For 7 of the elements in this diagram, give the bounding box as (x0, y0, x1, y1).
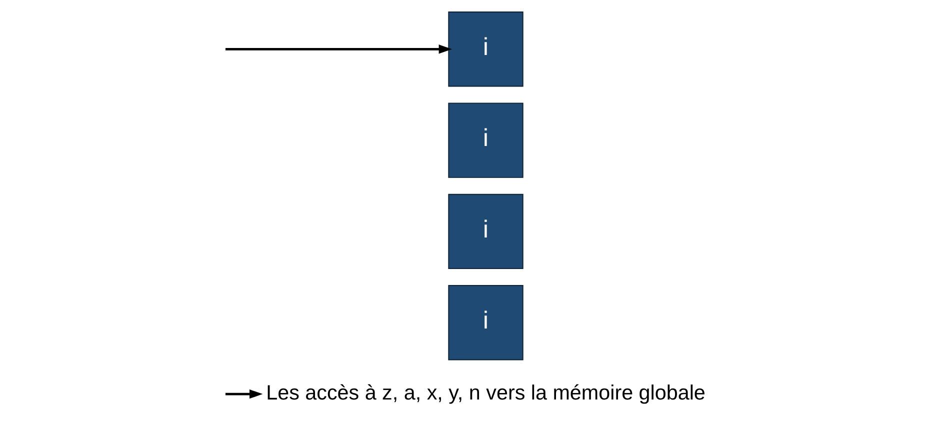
node-box: i (448, 285, 523, 360)
node-text: Les accès à z, a, x, y, n vers la mémoire globale (266, 381, 705, 404)
node-box: i (448, 194, 523, 270)
node-box: i (448, 102, 523, 178)
arrow (224, 389, 262, 399)
node-box: i (448, 12, 523, 87)
arrow (224, 44, 452, 54)
